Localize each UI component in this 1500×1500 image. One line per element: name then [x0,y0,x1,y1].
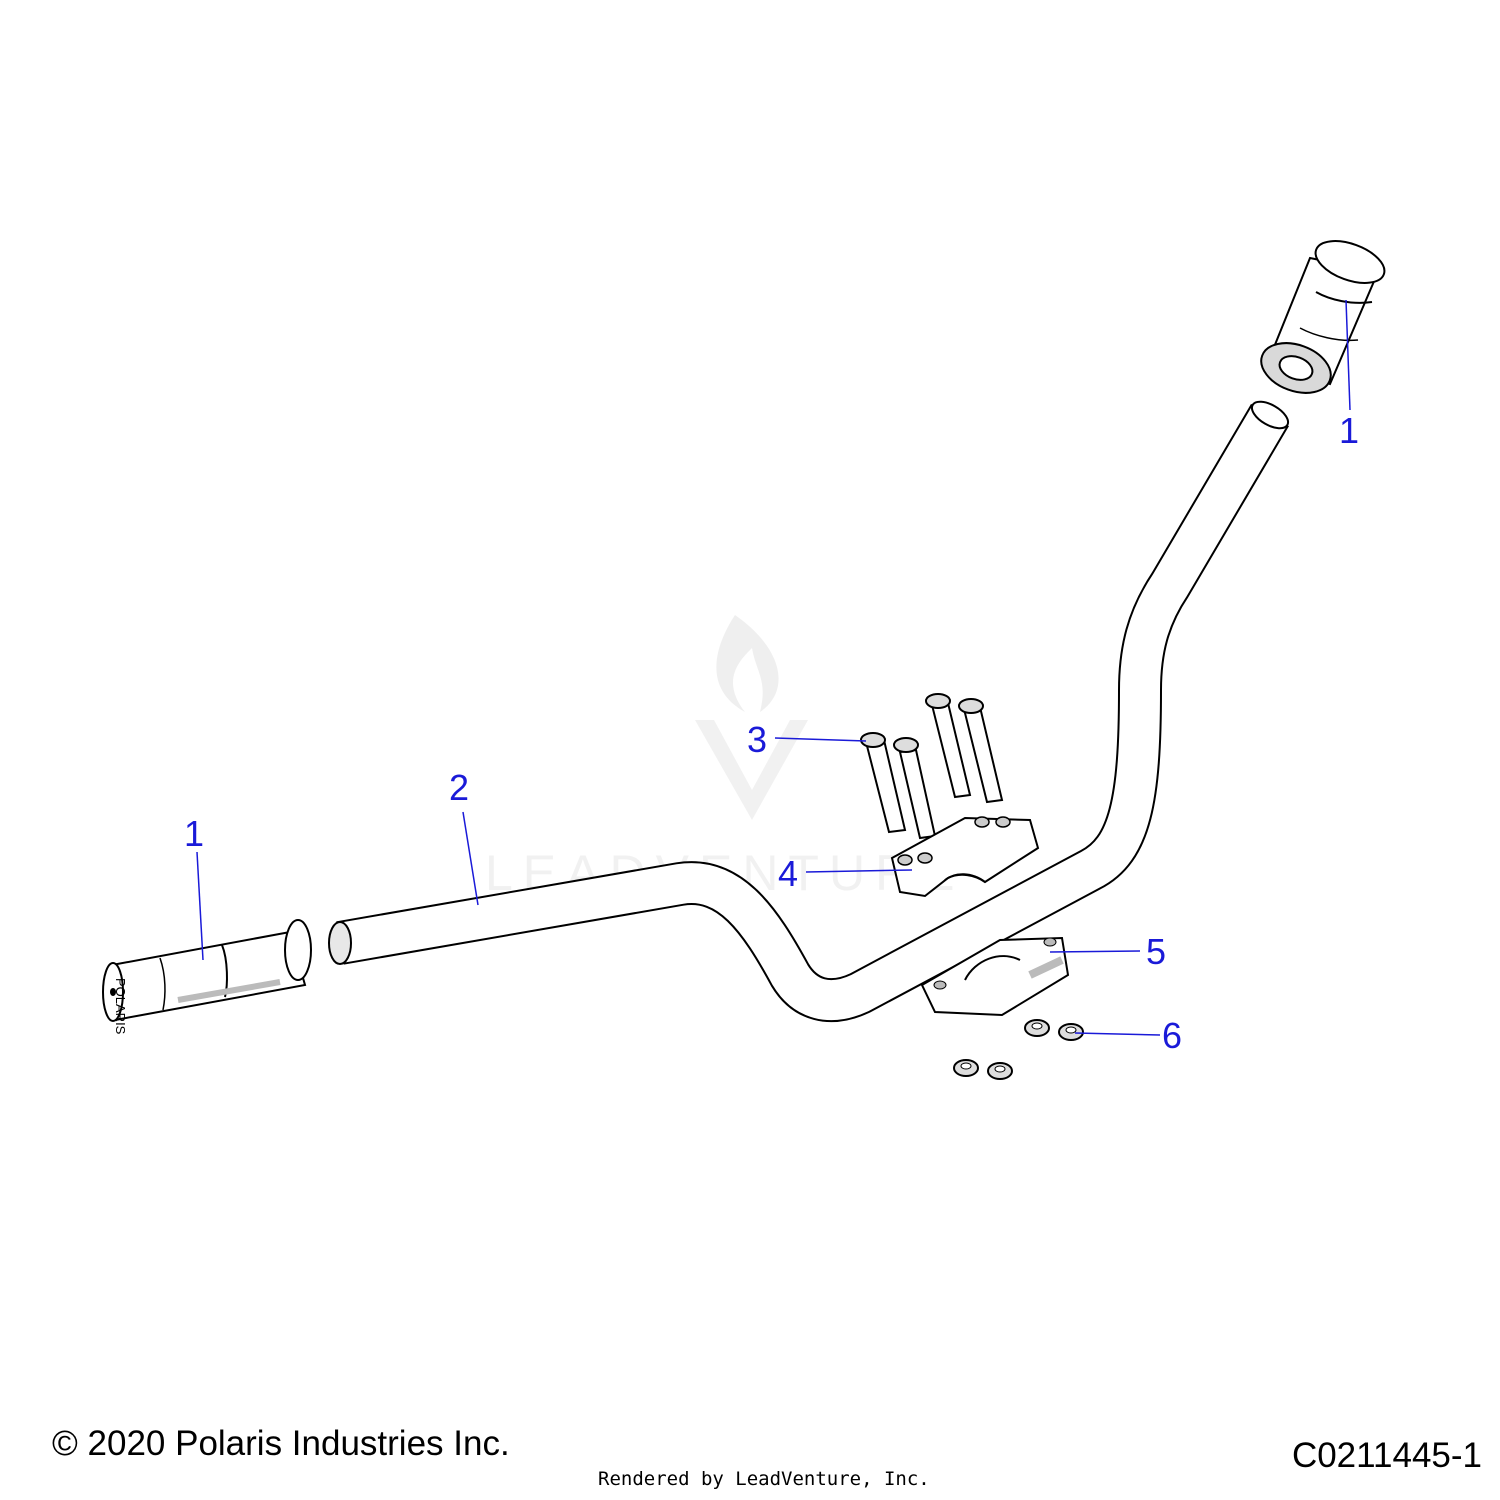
bolt[interactable] [925,693,972,799]
callout-grip-left: 1 [184,813,204,854]
bolt[interactable] [860,732,907,834]
handlebar-end-right [1250,400,1290,430]
bolt[interactable] [958,698,1004,804]
callout-handlebar: 2 [449,767,469,808]
grip-logo-left: POLARIS [113,978,128,1035]
handlebar[interactable] [328,396,1292,1023]
callout-clamp-lower: 5 [1146,931,1166,972]
leader-lines [196,299,1351,1036]
callout-bolt: 3 [747,719,767,760]
handlebar-end-left [328,921,352,965]
grip-right[interactable] [1254,233,1390,402]
leader-grip-right [1345,299,1351,411]
callout-grip-right: 1 [1339,410,1359,451]
rendered-by-text: Rendered by LeadVenture, Inc. [598,1468,930,1490]
nut[interactable] [953,1059,979,1077]
diagram-code: C0211445-1 [1291,1436,1482,1475]
leader-clamp-lower [1049,950,1141,953]
leader-grip-left [196,851,204,961]
nut[interactable] [1058,1023,1084,1041]
leader-nut [1074,1032,1161,1036]
clamp-upper[interactable] [890,816,1040,898]
leader-bolt [774,737,867,742]
nut[interactable] [1024,1019,1050,1037]
grip-left[interactable]: POLARIS [102,919,312,1035]
copyright-text: © 2020 Polaris Industries Inc. [52,1424,510,1463]
leader-handlebar [462,811,479,906]
bolts[interactable] [860,693,1004,840]
callout-clamp-upper: 4 [778,853,798,894]
clamp-lower[interactable] [920,936,1070,1017]
nuts[interactable] [953,1019,1084,1080]
callout-nut: 6 [1162,1015,1182,1056]
nut[interactable] [987,1062,1013,1080]
leader-clamp-upper [805,869,913,873]
